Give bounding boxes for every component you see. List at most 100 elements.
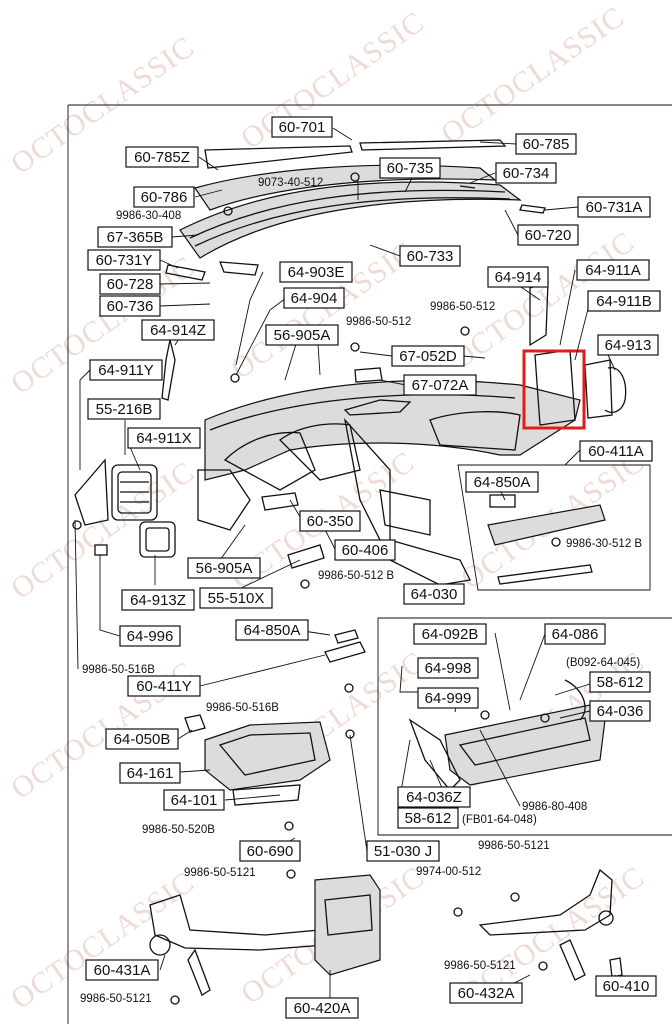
callout-64-913: 64-913 [597,334,659,356]
svg-text:64-911Y: 64-911Y [98,362,154,379]
svg-text:60-690: 60-690 [247,843,294,860]
callout-64-911y: 64-911Y [89,359,163,381]
callout-60-734: 60-734 [495,162,557,184]
svg-text:64-903E: 64-903E [288,264,345,281]
callout-60-410: 60-410 [595,975,657,997]
label-9986-50-5121: 9986-50-5121 [80,993,152,1005]
svg-text:64-914Z: 64-914Z [150,322,206,339]
svg-text:64-904: 64-904 [291,290,338,307]
callout-64-911b: 64-911B [587,290,661,312]
svg-text:55-510X: 55-510X [208,590,265,607]
label-9986-50-5121: 9986-50-5121 [444,960,516,972]
callout-64-050b: 64-050B [105,728,179,750]
svg-text:60-731Y: 60-731Y [96,252,153,269]
svg-text:64-998: 64-998 [425,660,472,677]
callout-60-411a: 60-411A [579,440,653,462]
svg-text:64-850A: 64-850A [474,474,531,491]
label-fb01-64-048: (FB01-64-048) [462,814,537,826]
svg-text:67-072A: 67-072A [412,377,469,394]
callout-64-999: 64-999 [417,687,479,709]
watermark: OCTOCLASSIC [235,5,430,156]
callout-64-904: 64-904 [283,287,345,309]
label-9974-00-512: 9974-00-512 [416,866,481,878]
label-9073-40-512: 9073-40-512 [258,177,323,189]
label-9986-50-512: 9986-50-512 [346,316,411,328]
callout-60-785: 60-785 [515,133,577,155]
svg-text:60-411A: 60-411A [588,443,644,460]
svg-text:51-030 J: 51-030 J [374,843,432,860]
callout-67-052d: 67-052D [391,345,465,367]
callout-60-431a: 60-431A [85,959,159,981]
callout-64-036z: 64-036Z [397,786,471,808]
callout-56-905a: 56-905A [265,324,339,346]
label-9986-80-408: 9986-80-408 [522,801,587,813]
svg-text:64-913: 64-913 [605,337,652,354]
callout-64-086: 64-086 [544,623,606,645]
callout-60-733: 60-733 [399,245,461,267]
svg-text:60-736: 60-736 [107,298,154,315]
callout-60-735: 60-735 [379,157,441,179]
svg-text:67-052D: 67-052D [399,348,457,365]
callout-55-510x: 55-510X [199,587,273,609]
svg-text:60-731A: 60-731A [586,199,643,216]
svg-text:60-786: 60-786 [141,189,188,206]
svg-text:64-092B: 64-092B [422,626,479,643]
svg-text:60-734: 60-734 [503,165,550,182]
svg-text:58-612: 58-612 [405,810,452,827]
label-9986-50-512: 9986-50-512 [430,301,495,313]
fasteners [72,172,561,1005]
label-9986-30-408: 9986-30-408 [116,210,181,222]
callout-64-996: 64-996 [119,625,181,647]
svg-text:64-086: 64-086 [552,626,599,643]
svg-text:64-036Z: 64-036Z [406,789,462,806]
svg-text:60-733: 60-733 [407,248,454,265]
callout-55-216b: 55-216B [87,398,161,420]
callout-64-036: 64-036 [589,700,651,722]
watermark: OCTOCLASSIC [5,455,200,606]
svg-text:64-911B: 64-911B [596,293,652,310]
svg-text:56-905A: 56-905A [274,327,331,344]
svg-text:64-101: 64-101 [171,792,218,809]
callout-64-850a-2: 64-850A [235,619,309,641]
callout-60-720: 60-720 [517,224,579,246]
label-9986-50-520b: 9986-50-520B [142,824,215,836]
svg-text:64-036: 64-036 [597,703,644,720]
callout-56-905a-2: 56-905A [187,557,261,579]
callout-51-030j: 51-030 J [366,840,440,862]
svg-text:64-911X: 64-911X [136,430,192,447]
glovebox-upper-frame [457,464,651,591]
callout-67-365b: 67-365B [97,226,173,248]
svg-text:64-161: 64-161 [127,765,174,782]
svg-text:55-216B: 55-216B [96,401,153,418]
callout-64-161: 64-161 [119,762,181,784]
callout-60-350: 60-350 [299,510,361,532]
svg-text:64-050B: 64-050B [114,731,171,748]
label-9986-50-512b: 9986-50-512 B [318,570,394,582]
label-9986-50-5121: 9986-50-5121 [184,867,256,879]
callout-60-786: 60-786 [133,186,195,208]
watermark: OCTOCLASSIC [435,0,630,151]
label-9986-50-516b: 9986-50-516B [82,664,155,676]
svg-text:60-720: 60-720 [525,227,572,244]
callout-64-030: 64-030 [403,583,465,605]
callout-60-406: 60-406 [334,539,396,561]
svg-text:56-905A: 56-905A [196,560,253,577]
callout-60-432a: 60-432A [449,982,523,1004]
instrument-hood [184,629,366,806]
svg-text:64-850A: 64-850A [244,622,301,639]
dash-top-panel [165,139,546,281]
svg-text:60-785Z: 60-785Z [134,149,190,166]
svg-text:60-406: 60-406 [342,542,389,559]
svg-text:60-350: 60-350 [307,513,354,530]
callout-60-690: 60-690 [239,840,301,862]
callout-64-914: 64-914 [487,266,549,288]
svg-text:60-728: 60-728 [107,276,154,293]
svg-text:60-410: 60-410 [603,978,650,995]
label-9986-50-5121: 9986-50-5121 [478,840,550,852]
callout-58-612-2: 58-612 [397,807,459,829]
lower-brackets [149,868,623,996]
callout-64-101: 64-101 [163,789,225,811]
callout-60-736: 60-736 [99,295,161,317]
label-9986-50-516b: 9986-50-516B [206,702,279,714]
